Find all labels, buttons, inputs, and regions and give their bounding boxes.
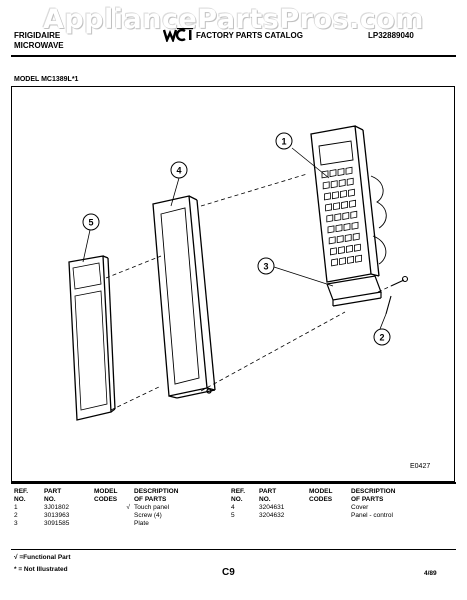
table-row: 5 3204632 Panel - control: [231, 512, 393, 519]
page-number: C9: [222, 567, 235, 578]
exploded-parts-diagram: 1 2 3 4 5: [68, 125, 409, 421]
diagram-frame: [11, 86, 455, 482]
callout-label-2: 2: [379, 333, 384, 343]
keypad-key: [322, 181, 330, 190]
keypad-key: [334, 213, 342, 222]
keypad-key: [344, 233, 352, 242]
keypad-key: [355, 254, 363, 263]
keypad-key: [351, 221, 359, 230]
table-row: 4 3204631 Cover: [231, 504, 369, 511]
document-number: LP32889040: [368, 31, 414, 40]
callout-label-4: 4: [176, 166, 181, 176]
footer-divider: [11, 549, 456, 550]
keypad-key: [343, 222, 351, 231]
keypad-key: [339, 189, 347, 198]
callout-circle-2: [373, 328, 391, 346]
keypad-key: [337, 246, 345, 255]
part-touch-panel: [310, 125, 387, 283]
keypad-key: [346, 177, 354, 186]
keypad-key: [331, 258, 339, 267]
brand-name: FRIGIDAIRE MICROWAVE: [14, 31, 64, 51]
keypad-key: [345, 166, 353, 175]
keypad-key: [341, 200, 349, 209]
keypad-key: [347, 188, 355, 197]
callout-label-3: 3: [263, 262, 268, 272]
part-plate: [326, 275, 382, 307]
projection-lines: [105, 173, 392, 411]
callout-label-5: 5: [88, 218, 93, 228]
keypad-key: [329, 169, 337, 178]
callout-circle-5: [82, 213, 100, 231]
callout-circle-1: [275, 132, 293, 150]
diagram-code: E0427: [410, 463, 431, 470]
keypad-key: [321, 170, 329, 179]
keypad-key: [350, 210, 358, 219]
wci-logo-icon: [163, 28, 193, 42]
keypad-key: [349, 199, 357, 208]
keypad-key: [327, 225, 335, 234]
keypad-key: [331, 191, 339, 200]
table-row: 3 3091585 Plate: [14, 520, 149, 527]
callout-circle-4: [170, 161, 188, 179]
touch-panel-keys: [321, 166, 363, 267]
keypad-key: [347, 255, 355, 264]
keypad-key: [328, 236, 336, 245]
part-screw: [385, 275, 409, 315]
table-top-rule: [11, 482, 456, 484]
keypad-key: [336, 235, 344, 244]
legend-not-illustrated: * = Not Illustrated: [14, 566, 68, 573]
part-cover: [152, 195, 216, 399]
keypad-key: [323, 192, 331, 201]
header-ref-no: REF.NO.: [14, 488, 29, 503]
keypad-key: [339, 257, 347, 266]
brand-line-1: FRIGIDAIRE: [14, 31, 61, 40]
keypad-key: [329, 247, 337, 256]
header-divider: [11, 55, 456, 57]
keypad-key: [335, 224, 343, 233]
table-row: 1 3J01802 √ Touch panel: [14, 504, 170, 511]
header-ref-no: REF.NO.: [231, 488, 246, 503]
keypad-key: [326, 214, 334, 223]
keypad-key: [353, 243, 361, 252]
part-control-panel: [68, 255, 116, 421]
keypad-key: [345, 244, 353, 253]
keypad-key: [342, 211, 350, 220]
brand-line-2: MICROWAVE: [14, 41, 64, 50]
watermark: AppliancePartsPros.com: [42, 4, 425, 35]
legend-functional: √ =Functional Part: [14, 554, 71, 561]
model-label: MODEL MC1389L*1: [14, 76, 79, 83]
catalog-title: FACTORY PARTS CATALOG: [196, 31, 303, 40]
keypad-key: [338, 179, 346, 188]
callout-leaders: [82, 147, 387, 330]
catalog-date: 4/89: [424, 570, 437, 577]
keypad-key: [325, 203, 333, 212]
callout-circle-3: [257, 257, 275, 275]
callout-label-1: 1: [281, 137, 286, 147]
table-row: 2 3013963 Screw (4): [14, 512, 162, 519]
keypad-key: [330, 180, 338, 189]
keypad-key: [333, 202, 341, 211]
keypad-key: [352, 232, 360, 241]
keypad-key: [337, 168, 345, 177]
